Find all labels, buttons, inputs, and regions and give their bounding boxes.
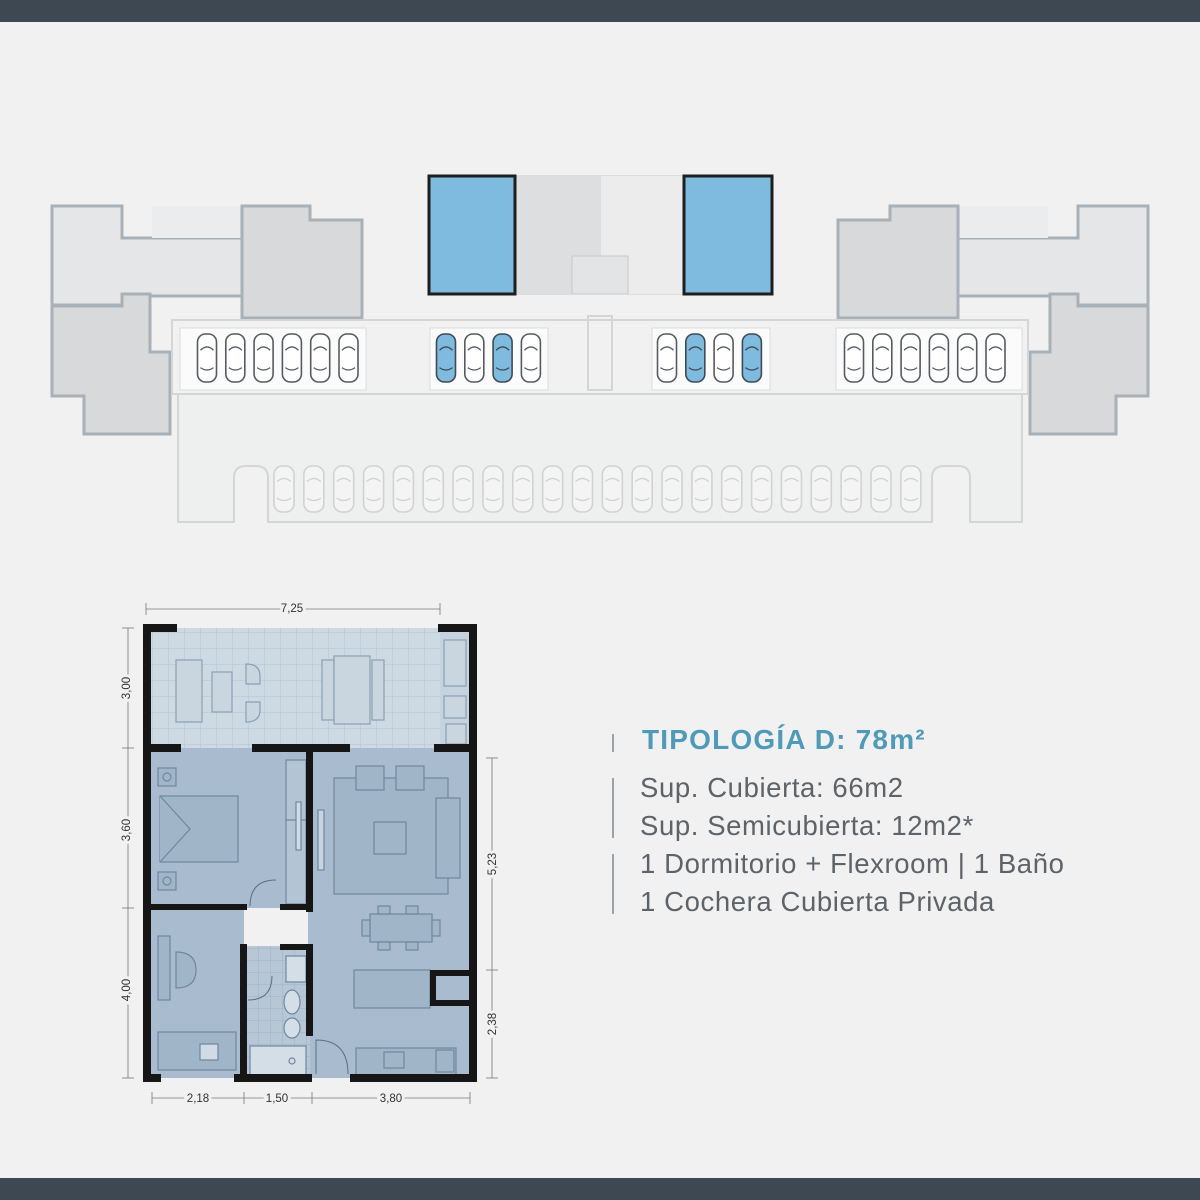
living-furniture <box>317 765 461 1077</box>
parking-space <box>956 333 978 383</box>
highlighted-unit-right <box>682 174 774 296</box>
dimension-flexroom-width: 2,18 <box>187 1093 209 1105</box>
parking-space <box>843 333 865 383</box>
assigned-parking-space <box>741 333 763 383</box>
parking-space <box>900 465 922 513</box>
parking-row-upper <box>196 333 1006 383</box>
parking-space <box>871 333 893 383</box>
highlighted-unit-left <box>427 174 517 296</box>
parking-space <box>303 465 325 513</box>
details-divider <box>612 854 614 914</box>
details-divider <box>612 778 614 838</box>
floor-plan: 7,25 3,00 3,60 4,00 5,23 2,38 2,18 1,50 … <box>118 600 502 1108</box>
parking-space <box>225 333 246 383</box>
dimension-total-width: 7,25 <box>281 603 303 615</box>
dimension-flexroom-depth: 4,00 <box>121 979 133 1001</box>
typology-title: TIPOLOGÍA D: 78m² <box>642 724 926 755</box>
parking-space <box>482 465 504 513</box>
site-plan <box>50 174 1150 523</box>
bed <box>157 767 239 891</box>
parking-space <box>840 465 862 513</box>
parking-space <box>571 465 594 513</box>
parking-space <box>691 465 713 513</box>
parking-space <box>392 465 415 513</box>
parking-space <box>463 333 485 383</box>
terrace-furniture <box>175 639 467 745</box>
bathroom-fixtures <box>249 955 307 1077</box>
parking-space <box>452 465 474 513</box>
parking-space <box>281 333 303 383</box>
parking-space <box>713 333 734 383</box>
parking-space <box>273 465 295 513</box>
assigned-parking-space <box>684 333 706 383</box>
parking-space <box>750 465 773 513</box>
semicovered-area: Sup. Semicubierta: 12m2* <box>640 810 974 841</box>
dimension-bedroom-depth: 3,60 <box>121 819 133 841</box>
dimension-living-depth: 5,23 <box>487 853 499 875</box>
assigned-parking-space <box>435 333 457 383</box>
covered-area: Sup. Cubierta: 66m2 <box>640 772 904 803</box>
parking-space <box>253 333 274 383</box>
assigned-parking-space <box>492 333 513 383</box>
parking-space <box>810 465 833 513</box>
flexroom-furniture <box>157 935 237 1071</box>
parking-space <box>309 333 331 383</box>
title-divider <box>612 734 614 752</box>
parking-space <box>601 465 624 513</box>
parking-space <box>362 465 385 513</box>
parking-space <box>631 465 654 513</box>
walls <box>143 624 477 1082</box>
parking-space <box>332 465 355 513</box>
parking-space <box>985 333 1006 383</box>
right-building <box>836 204 1150 436</box>
dimension-lines <box>122 603 498 1104</box>
parking-space <box>780 465 803 513</box>
dimension-kitchen-width: 3,80 <box>380 1093 402 1105</box>
parking-space <box>541 465 564 513</box>
parking-space <box>928 333 950 383</box>
dimension-bath-width: 1,50 <box>266 1093 288 1105</box>
parking-space <box>520 333 542 383</box>
parking-row-lower <box>273 465 922 513</box>
left-building <box>50 204 364 436</box>
parking-space <box>661 465 683 513</box>
parking-space <box>422 465 445 513</box>
parking-space <box>870 465 892 513</box>
parking-space <box>196 333 218 383</box>
central-block <box>427 174 774 296</box>
bottom-band <box>0 1178 1200 1200</box>
parking-space <box>338 333 359 383</box>
parking-space <box>511 465 534 513</box>
parking-space <box>656 333 678 383</box>
dimension-terrace-depth: 3,00 <box>121 677 133 699</box>
dimension-kitchen-depth: 2,38 <box>487 1013 499 1035</box>
closet <box>285 759 307 905</box>
parking-space <box>720 465 743 513</box>
door-swings <box>247 879 349 1075</box>
parking-summary: 1 Cochera Cubierta Privada <box>640 886 995 917</box>
parking-space <box>900 333 921 383</box>
top-band <box>0 0 1200 22</box>
rooms-summary: 1 Dormitorio + Flexroom | 1 Baño <box>640 848 1065 879</box>
